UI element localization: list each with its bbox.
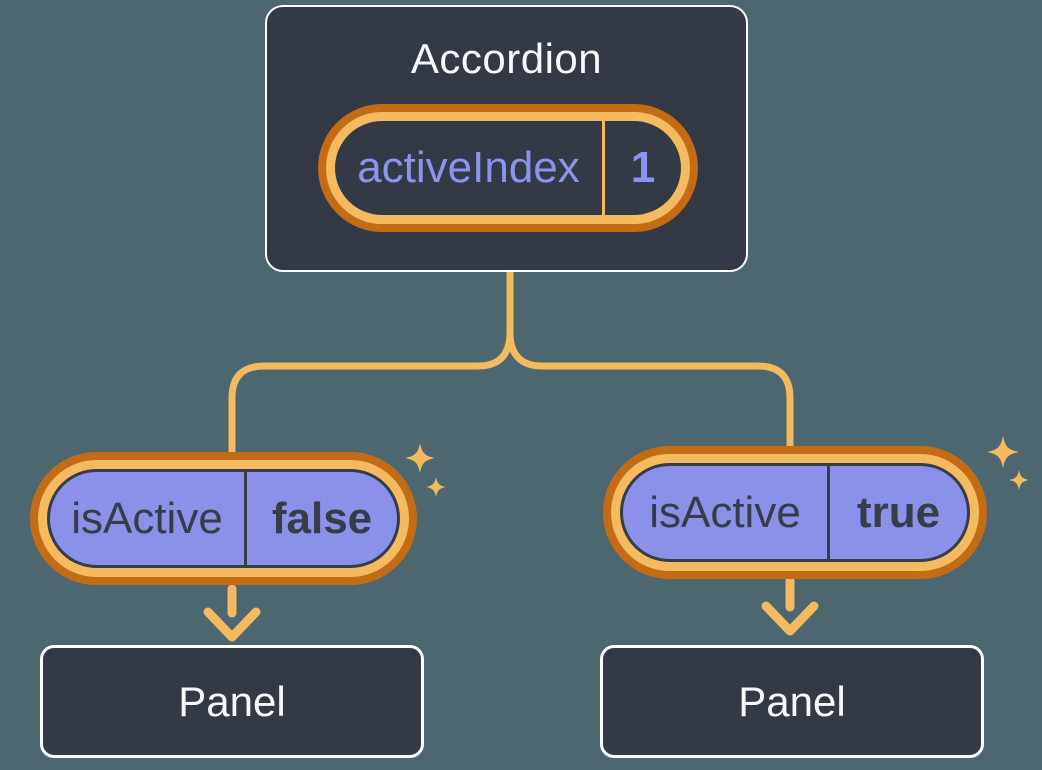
connector-fork-left — [228, 272, 514, 453]
prop-value: true — [856, 487, 941, 537]
prop-pill-core: isActive false — [47, 469, 400, 568]
panel-node-left: Panel — [40, 645, 424, 758]
prop-pill-core: isActive true — [620, 463, 970, 562]
sparkle-icon — [987, 436, 1019, 468]
sparkle-icon — [1009, 470, 1029, 490]
sparkle-icon — [405, 443, 435, 473]
state-pill: activeIndex 1 — [318, 104, 698, 232]
arrow-down-icon — [203, 607, 261, 642]
prop-name: isActive — [649, 487, 801, 537]
component-label: Accordion — [410, 35, 603, 82]
pill-divider — [827, 466, 830, 559]
arrow-down-icon — [761, 601, 819, 636]
pill-divider — [602, 121, 605, 215]
sparkle-icon — [426, 477, 446, 497]
accordion-component-node: Accordion activeIndex 1 — [265, 5, 748, 272]
panel-node-right: Panel — [600, 645, 984, 758]
connector-fork-right — [506, 272, 794, 447]
prop-pill-left: isActive false — [30, 452, 417, 585]
prop-value: false — [271, 493, 373, 543]
pill-divider — [244, 472, 247, 565]
prop-name: isActive — [71, 493, 223, 543]
state-value: 1 — [630, 143, 656, 192]
prop-pill-right: isActive true — [603, 446, 987, 579]
state-name: activeIndex — [357, 143, 580, 192]
state-pill-core: activeIndex 1 — [335, 121, 681, 215]
